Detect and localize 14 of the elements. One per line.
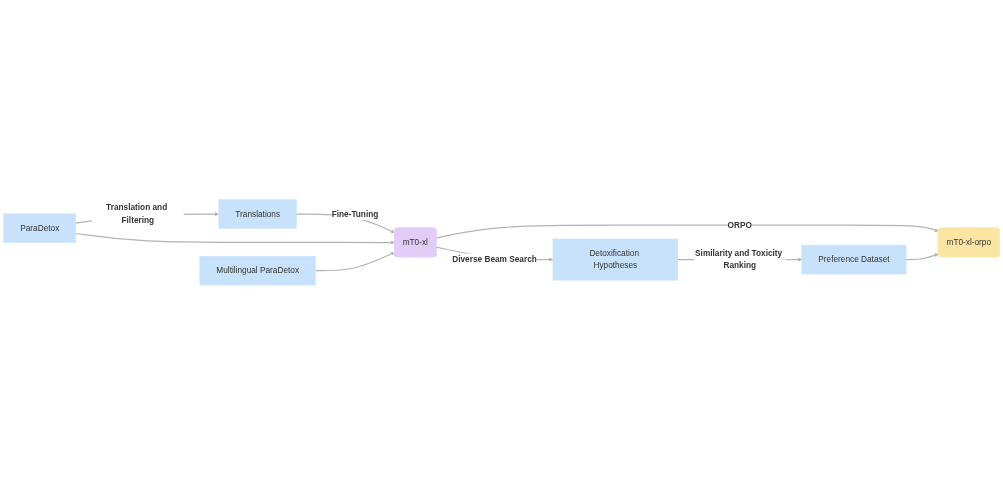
node-box: Detoxification Hypotheses xyxy=(552,238,679,281)
node-box: ParaDetox xyxy=(3,213,77,243)
arrow xyxy=(75,232,395,245)
edge-label: Diverse Beam Search xyxy=(452,254,537,264)
arrow xyxy=(435,224,939,239)
node-box: Translations xyxy=(218,199,297,229)
arrow xyxy=(315,251,395,271)
edge-label: Translation and Filtering xyxy=(106,202,168,225)
edge-label: Fine-Tuning xyxy=(331,208,379,219)
edge-label: ORPO xyxy=(727,219,752,230)
node-box: Preference Dataset xyxy=(801,244,907,274)
arrow xyxy=(905,252,939,260)
node-box: Multilingual ParaDetox xyxy=(199,255,316,285)
edge-label: Similarity and Toxicity Ranking xyxy=(695,248,783,270)
